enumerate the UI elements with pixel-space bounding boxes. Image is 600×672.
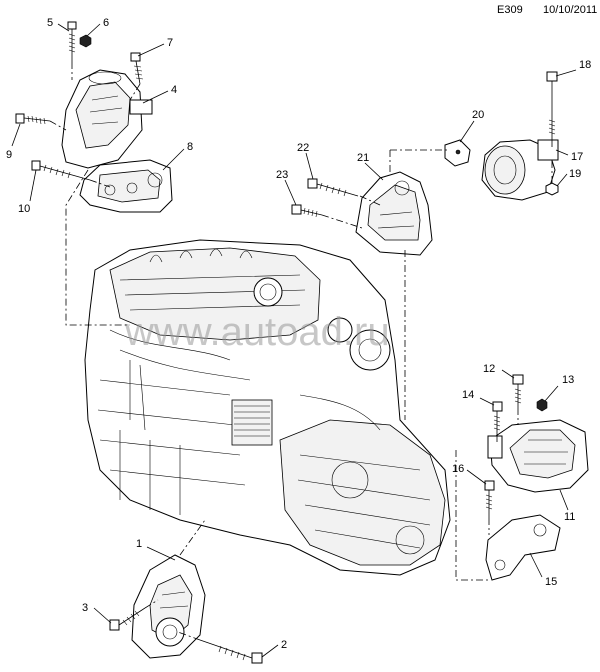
callout-22: 22 — [297, 142, 309, 154]
diagram-code: E309 — [497, 4, 523, 16]
bolt-7 — [130, 52, 144, 85]
callout-15: 15 — [545, 576, 557, 588]
bolt-5 — [67, 21, 77, 62]
engine-mount-4 — [61, 69, 153, 169]
mount-11 — [487, 419, 589, 493]
bolt-3 — [109, 607, 146, 631]
callout-5: 5 — [47, 17, 53, 29]
callout-23: 23 — [276, 169, 288, 181]
callout-12: 12 — [483, 363, 495, 375]
callout-7: 7 — [167, 37, 173, 49]
callout-18: 18 — [579, 59, 591, 71]
leader-lines — [11, 23, 577, 658]
callout-13: 13 — [562, 374, 574, 386]
callout-19: 19 — [569, 168, 581, 180]
callout-21: 21 — [357, 152, 369, 164]
bolt-16 — [484, 480, 495, 518]
bracket-15 — [485, 514, 561, 581]
callout-3: 3 — [82, 602, 88, 614]
nut-6 — [79, 34, 92, 48]
bolt-2 — [199, 639, 263, 664]
callout-9: 9 — [6, 149, 12, 161]
mount-17 — [481, 139, 559, 201]
nut-13 — [536, 398, 548, 412]
bracket-20 — [444, 139, 471, 167]
bolt-23 — [291, 204, 323, 218]
nut-19 — [545, 182, 559, 196]
callout-numbers: 5 6 7 4 9 8 10 1 2 3 11 12 13 14 15 16 1… — [6, 17, 591, 651]
callout-8: 8 — [187, 141, 193, 153]
callout-17: 17 — [571, 151, 583, 163]
callout-20: 20 — [472, 109, 484, 121]
callout-2: 2 — [281, 639, 287, 651]
callout-6: 6 — [103, 17, 109, 29]
engine-assembly — [84, 239, 451, 576]
bracket-8 — [79, 159, 173, 213]
watermark-text: www.autoad.ru — [124, 310, 390, 354]
callout-10: 10 — [18, 203, 30, 215]
bolt-9 — [15, 113, 51, 125]
alignment-lines — [49, 62, 553, 641]
callout-14: 14 — [462, 389, 474, 401]
bracket-21 — [355, 171, 433, 256]
bolt-12 — [512, 374, 524, 408]
bolt-18 — [546, 71, 558, 140]
callout-4: 4 — [171, 84, 177, 96]
callout-16: 16 — [452, 463, 464, 475]
bolt-22 — [307, 178, 359, 197]
callout-1: 1 — [136, 538, 142, 550]
bolt-10 — [31, 160, 91, 181]
bolt-14 — [492, 401, 503, 436]
diagram-date: 10/10/2011 — [543, 4, 598, 16]
callout-11: 11 — [564, 511, 575, 523]
mount-1 — [131, 554, 206, 659]
